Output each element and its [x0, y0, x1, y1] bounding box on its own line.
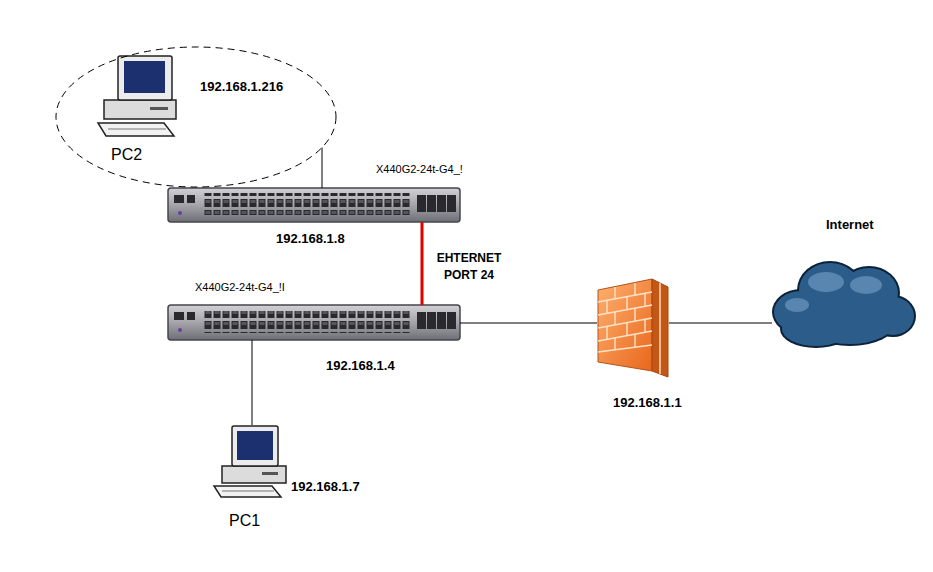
console-port: [187, 312, 195, 320]
pc-box: 192.168.1.7PC1: [213, 425, 283, 498]
pc-name: PC1: [229, 511, 260, 530]
pc-drive: [150, 107, 168, 110]
pc-keyboard: [98, 123, 174, 136]
pc-keys: [222, 491, 274, 492]
ip-address: 192.168.1.4: [326, 358, 395, 374]
dashed-ellipse-outline: [56, 47, 336, 187]
cloud-icon: [772, 261, 916, 348]
cloud-outline: [772, 261, 916, 348]
sfp-port: [427, 195, 436, 212]
console-port: [174, 195, 184, 203]
pc-group-ellipse: 192.168.1.216PC2: [55, 46, 337, 188]
switch-logo: [178, 328, 182, 332]
switch-body: [168, 305, 460, 340]
pc-icon: [214, 426, 286, 497]
cloud-label: Internet: [826, 217, 874, 233]
internet-cloud: Internet: [772, 262, 915, 350]
pc-icon: [98, 56, 176, 136]
ip-address: 192.168.1.8: [276, 231, 345, 247]
pc-monitor: [118, 56, 172, 100]
sfp-port: [437, 195, 446, 212]
firewall-front: [598, 279, 652, 371]
console-port: [187, 195, 195, 203]
firewall-box: 192.168.1.1: [597, 278, 669, 378]
ip-address: 192.168.1.7: [291, 479, 360, 495]
pc-case: [222, 466, 286, 483]
cloud-highlight: [785, 272, 882, 312]
pc-keyboard: [214, 486, 281, 497]
dashed-ellipse: [55, 46, 337, 188]
switch-illustration: [168, 188, 460, 222]
console-port: [174, 312, 184, 320]
firewall-side: [652, 279, 668, 377]
switch-logo: [178, 211, 182, 215]
firewall-icon: [598, 279, 668, 377]
pc-drive: [262, 472, 278, 475]
sfp-port: [417, 312, 426, 329]
sfp-port: [417, 195, 426, 212]
pc-monitor: [232, 426, 278, 466]
sfp-port: [447, 195, 456, 212]
switch-model: X440G2-24t-G4_!I: [195, 281, 285, 294]
switch-ports: [204, 311, 411, 333]
switch-body: [168, 188, 460, 222]
ip-address: 192.168.1.1: [613, 395, 682, 411]
switch-box: X440G2-24t-G4_!I192.168.1.4: [168, 305, 460, 340]
network-cable: [460, 323, 597, 324]
trunk-cable: [421, 222, 424, 305]
switch-ports: [204, 193, 411, 215]
cloud-fill: [774, 263, 914, 346]
sfp-port: [437, 312, 446, 329]
pc-name: PC2: [111, 145, 142, 164]
ip-address: 192.168.1.216: [200, 79, 283, 95]
sfp-port: [447, 312, 456, 329]
switch-model: X440G2-24t-G4_!: [376, 163, 463, 176]
pc-screen: [237, 431, 273, 460]
pc-screen: [124, 61, 165, 93]
switch-illustration: [168, 305, 460, 340]
network-cable: [322, 148, 323, 188]
network-cable: [669, 323, 772, 324]
sfp-port: [427, 312, 436, 329]
firewall-bricks: [598, 283, 660, 374]
pc-case: [104, 100, 176, 119]
pc-keys: [108, 129, 166, 130]
edge-label: EHTERNET PORT 24: [427, 250, 511, 284]
network-cable: [252, 340, 253, 425]
switch-box: X440G2-24t-G4_!192.168.1.8: [168, 188, 460, 222]
